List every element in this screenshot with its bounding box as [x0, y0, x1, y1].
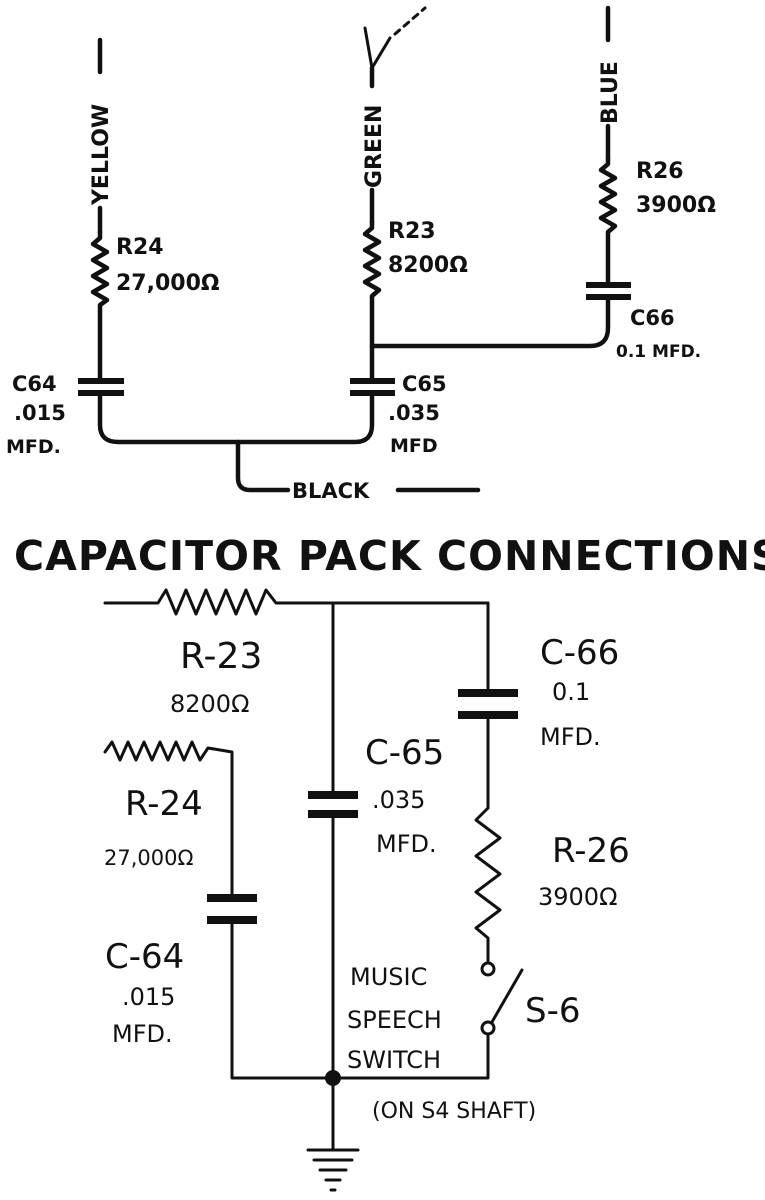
r26-name-top: R26 [636, 159, 684, 184]
r24-value-top: 27,000Ω [116, 271, 220, 296]
r26-resistor-top [598, 155, 618, 286]
black-wire-label: BLACK [292, 479, 370, 503]
ground-icon [306, 1148, 360, 1192]
r26-name: R-26 [552, 831, 630, 871]
bottom-schematic: R-23 8200Ω C-65 .035 MFD. C-66 0.1 MFD. … [103, 588, 630, 1192]
c64-value-top: .015 [14, 401, 66, 425]
r24-resistor [103, 740, 234, 897]
r23-value: 8200Ω [170, 690, 249, 718]
c64-name-top: C64 [12, 372, 57, 396]
top-wiring-diagram: YELLOW R24 27,000Ω C64 .015 MFD. GREEN R… [6, 5, 716, 503]
switch-note: (ON S4 SHAFT) [372, 1099, 536, 1124]
c65-unit-top: MFD [390, 435, 438, 457]
c64-value: .015 [122, 983, 175, 1011]
c64-unit: MFD. [112, 1020, 173, 1048]
green-wire-label: GREEN [362, 105, 387, 188]
r23-resistor-top [362, 219, 382, 381]
r24-name-top: R24 [116, 235, 164, 260]
c65-value-top: .035 [388, 401, 440, 425]
c64-name: C-64 [105, 937, 184, 977]
c66-value-top: 0.1 MFD. [616, 342, 701, 362]
r23-name: R-23 [180, 636, 262, 677]
c66-name-top: C66 [630, 306, 675, 330]
r24-resistor-top [90, 229, 110, 381]
r24-value: 27,000Ω [104, 846, 194, 870]
s6-name: S-6 [525, 991, 580, 1031]
junction-dot [325, 1070, 341, 1086]
yellow-branch: YELLOW R24 27,000Ω C64 .015 MFD. [6, 37, 375, 458]
switch-contact-lower [480, 1020, 496, 1036]
switch-label-switch: SWITCH [347, 1046, 441, 1074]
r23-name-top: R23 [388, 219, 436, 244]
c66-name: C-66 [540, 633, 619, 673]
s6-switch-blade [490, 968, 524, 1024]
green-branch: GREEN R23 8200Ω C65 .035 MFD [350, 6, 611, 457]
blue-branch: BLUE R26 3900Ω C66 0.1 MFD. [586, 5, 716, 362]
c64-unit-top: MFD. [6, 436, 61, 458]
c65-name: C-65 [365, 733, 444, 773]
yellow-wire-label: YELLOW [89, 104, 114, 206]
switch-contact-upper [480, 961, 496, 977]
r26-value-top: 3900Ω [636, 193, 716, 218]
blue-wire-label: BLUE [598, 61, 623, 124]
c65-name-top: C65 [402, 372, 447, 396]
c65-value: .035 [372, 786, 425, 814]
r26-resistor [474, 806, 502, 964]
c65-unit: MFD. [376, 830, 437, 858]
c66-value: 0.1 [552, 678, 590, 706]
r26-value: 3900Ω [538, 883, 617, 911]
r24-name: R-24 [125, 784, 203, 824]
c66-unit: MFD. [540, 723, 601, 751]
switch-label-speech: SPEECH [347, 1006, 442, 1034]
black-common-lead: BLACK [235, 439, 481, 503]
diagram-title: CAPACITOR PACK CONNECTIONS [14, 532, 765, 580]
switch-label-music: MUSIC [350, 963, 427, 991]
r23-value-top: 8200Ω [388, 253, 468, 278]
r23-resistor [103, 588, 490, 616]
